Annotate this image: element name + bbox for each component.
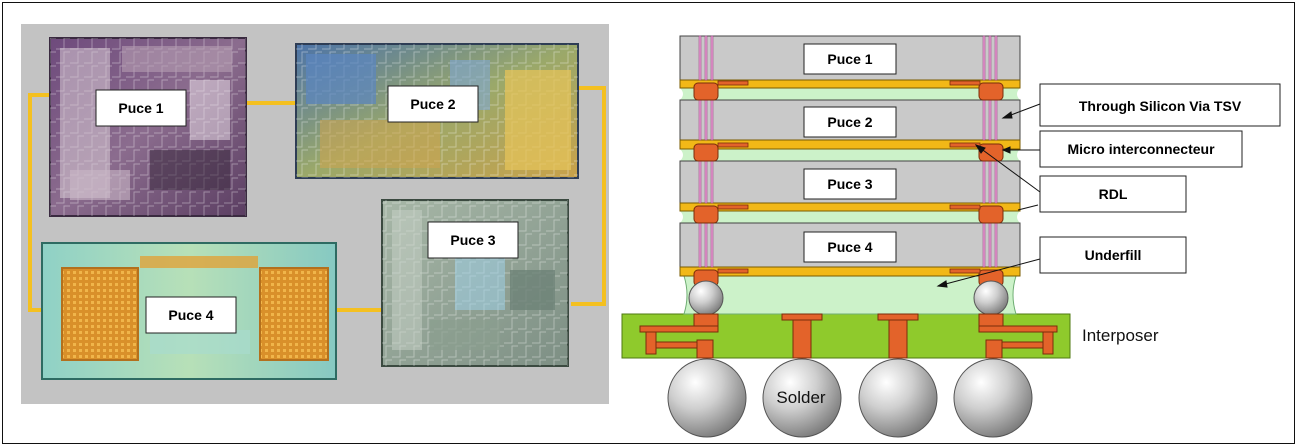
layer-label-box-4	[803, 231, 897, 263]
callout-box-tsv	[1039, 83, 1281, 127]
micro-ball-right	[973, 280, 1009, 316]
tsv-column-left	[698, 35, 714, 268]
layer-label-box-1	[803, 43, 897, 75]
chip-label-4: Puce 4	[168, 307, 213, 323]
die-puce-1: Puce 1	[49, 37, 247, 217]
underfill-gap-2	[680, 149, 1020, 161]
rdl-layer-4	[679, 266, 1021, 277]
right-panel: Puce 1 Puce 2 Puce 3 Puce 4	[621, 35, 1281, 438]
underfill-gap-1	[680, 88, 1020, 100]
solder-label: Solder	[776, 388, 825, 407]
rdl-traces	[717, 80, 981, 274]
layer-label-4: Puce 4	[827, 239, 872, 255]
chip-label-box-1	[95, 89, 187, 127]
die-puce-2: Puce 2	[295, 43, 579, 179]
chip-label-box-2	[387, 85, 479, 123]
callout-micro: Micro interconnecteur	[1067, 141, 1215, 157]
layer-label-box-2	[803, 106, 897, 138]
layer-label-1: Puce 1	[827, 51, 872, 67]
chip-label-1: Puce 1	[118, 100, 163, 116]
chip-label-box-3	[427, 221, 519, 259]
layer-label-2: Puce 2	[827, 114, 872, 130]
solder-ball-4	[953, 358, 1033, 438]
layer-label-box-3	[803, 168, 897, 200]
callout-underfill: Underfill	[1085, 247, 1142, 263]
micro-ball-left	[688, 280, 724, 316]
callout-box-underfill	[1039, 236, 1187, 274]
interposer-label: Interposer	[1082, 326, 1159, 345]
callout-box-micro	[1039, 130, 1243, 168]
chip-label-2: Puce 2	[410, 96, 455, 112]
chip-label-box-4	[145, 296, 237, 334]
die-puce-3: Puce 3	[381, 199, 569, 367]
rdl-layer-3	[679, 202, 1021, 212]
callout-leaders	[936, 103, 1041, 288]
callout-rdl: RDL	[1099, 186, 1128, 202]
underfill-gap-3	[680, 211, 1020, 223]
solder-ball-3	[858, 358, 938, 438]
die-puce-4: Puce 4	[41, 242, 337, 380]
chip-label-3: Puce 3	[450, 232, 495, 248]
solder-ball-2	[762, 358, 842, 438]
chip-interconnect-bus	[28, 86, 606, 312]
left-panel: Puce 1 Puce 2 Puce 3	[21, 24, 609, 404]
rdl-layer-1	[679, 79, 1021, 89]
rdl-layer-2	[679, 139, 1021, 150]
tsv-column-right	[982, 35, 998, 268]
callout-tsv: Through Silicon Via TSV	[1079, 98, 1242, 114]
callout-box-rdl	[1039, 175, 1187, 213]
underfill	[683, 275, 1017, 315]
layer-label-3: Puce 3	[827, 176, 872, 192]
interposer-routing	[639, 313, 1058, 359]
solder-ball-1	[667, 358, 747, 438]
